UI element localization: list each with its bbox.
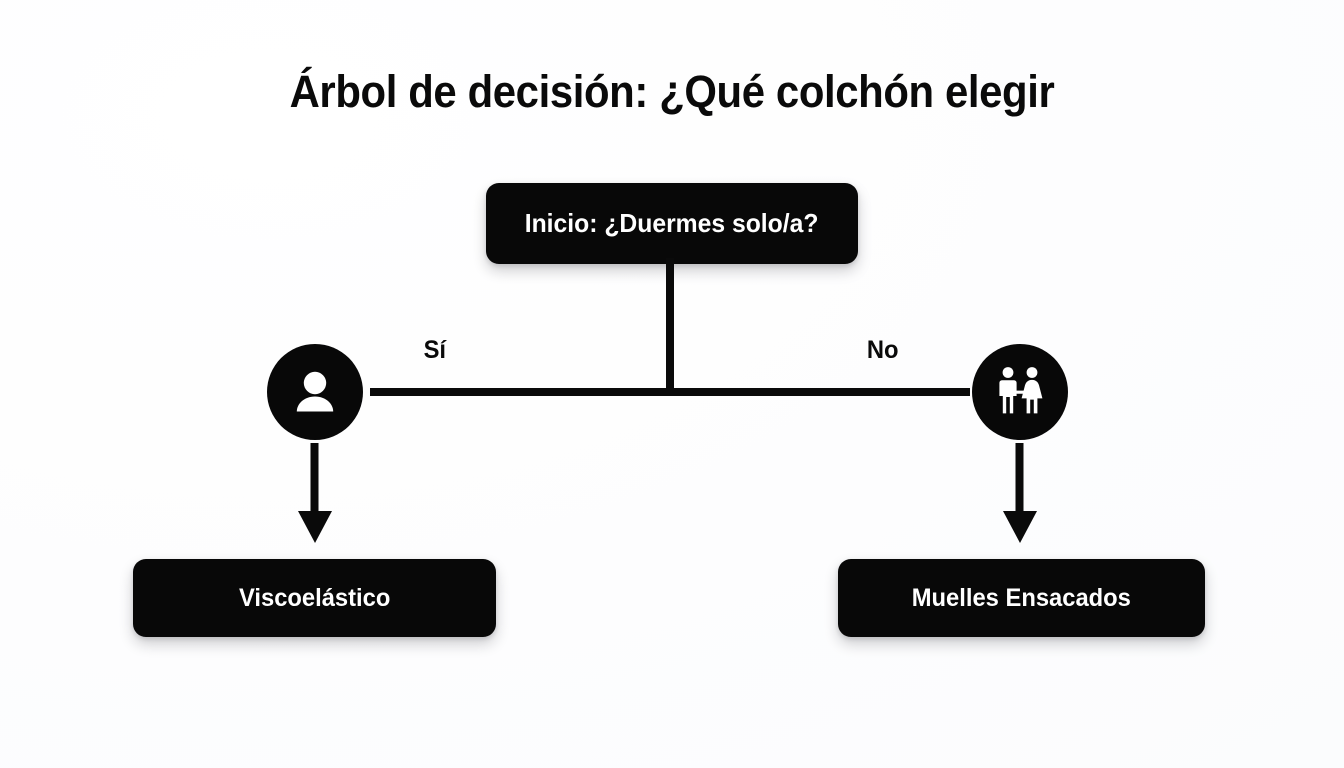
root-node-label: Inicio: ¿Duermes solo/a? (525, 208, 819, 238)
arrow-down-right-icon (1003, 443, 1037, 543)
root-vertical-connector (666, 258, 674, 396)
outcome-label-left: Viscoelástico (238, 583, 391, 612)
root-decision-node[interactable]: Inicio: ¿Duermes solo/a? (486, 183, 858, 264)
branch-label-no: No (866, 336, 899, 364)
outcome-node-muelles-ensacados[interactable]: Muelles Ensacados (838, 559, 1205, 637)
arrow-down-left-icon (298, 443, 332, 543)
page-title: Árbol de decisión: ¿Qué colchón elegir (289, 66, 1055, 117)
branch-icon-couple[interactable] (972, 344, 1068, 440)
branch-label-yes: Sí (423, 336, 447, 364)
branch-icon-single-person[interactable] (267, 344, 363, 440)
outcome-node-viscoelastico[interactable]: Viscoelástico (133, 559, 496, 637)
single-person-icon (296, 371, 334, 412)
couple-icon (999, 367, 1043, 414)
outcome-label-right: Muelles Ensacados (911, 583, 1132, 612)
horizontal-branch-connector (370, 388, 970, 396)
